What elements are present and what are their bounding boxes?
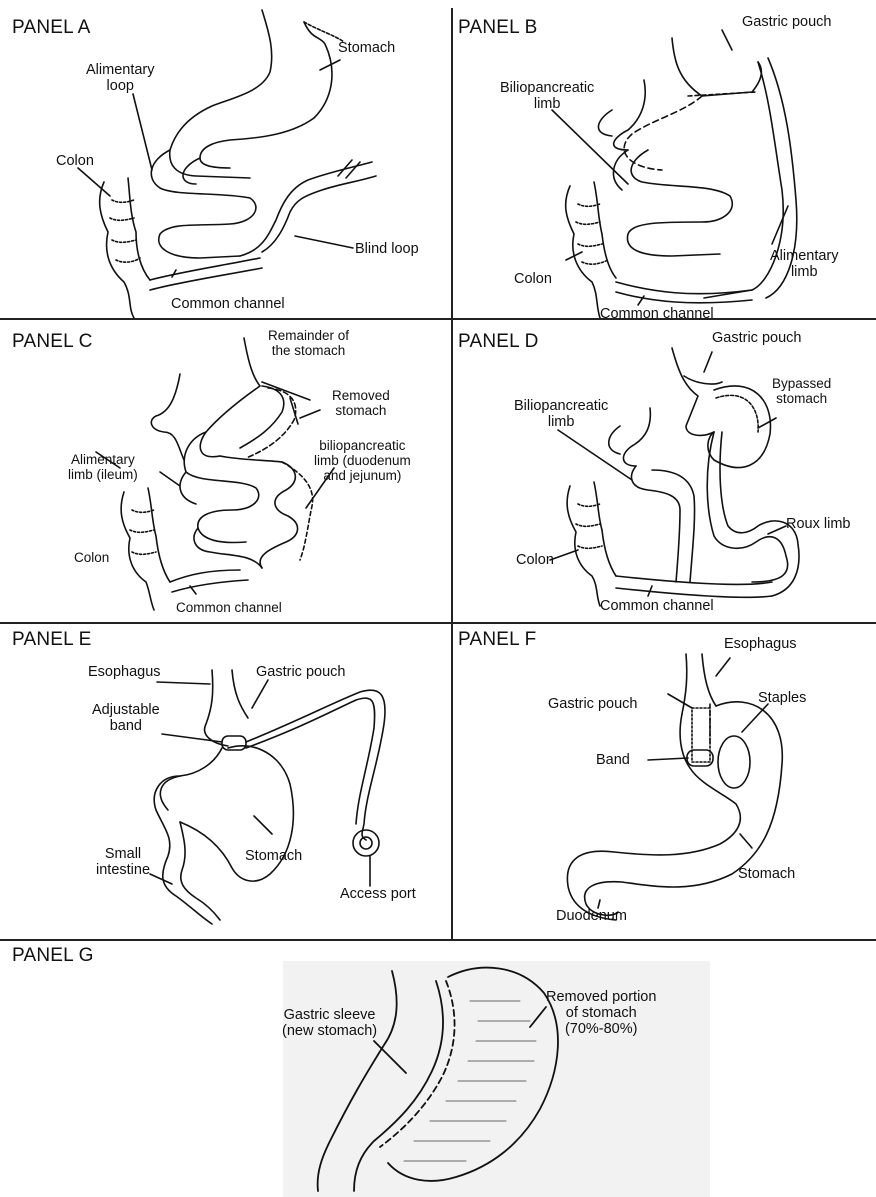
label-esophagus: Esophagus (724, 636, 797, 652)
panel-a: PANEL A Stomach Alimentary loop Colon Bl… (0, 0, 451, 318)
label-biliopancreatic-limb: biliopancreatic limb (duodenum and jejun… (314, 438, 411, 483)
label-gastric-pouch: Gastric pouch (548, 696, 637, 712)
label-staples: Staples (758, 690, 806, 706)
label-band: Band (596, 752, 630, 768)
label-duodenum: Duodenum (556, 908, 627, 924)
panel-g: PANEL G Gastric sleeve (new stomach) Rem… (0, 941, 876, 1197)
label-biliopancreatic-limb: Biliopancreatic limb (500, 80, 594, 112)
label-blind-loop: Blind loop (355, 241, 419, 257)
label-access-port: Access port (340, 886, 416, 902)
label-bypassed-stomach: Bypassed stomach (772, 376, 831, 406)
panel-g-drawing (0, 941, 876, 1197)
label-alimentary-limb: Alimentary limb (ileum) (68, 452, 138, 482)
label-alimentary-loop: Alimentary loop (86, 62, 155, 94)
label-gastric-sleeve: Gastric sleeve (new stomach) (282, 1007, 377, 1039)
label-colon: Colon (514, 271, 552, 287)
label-common-channel: Common channel (600, 598, 714, 614)
label-alimentary-limb: Alimentary limb (770, 248, 839, 280)
label-roux-limb: Roux limb (786, 516, 850, 532)
label-remainder-of-stomach: Remainder of the stomach (268, 328, 349, 358)
label-gastric-pouch: Gastric pouch (742, 14, 831, 30)
label-colon: Colon (56, 153, 94, 169)
label-gastric-pouch: Gastric pouch (256, 664, 345, 680)
panel-d: PANEL D Gastric pouch Bypassed stomach B… (452, 320, 876, 622)
label-removed-stomach: Removed stomach (332, 388, 390, 418)
panel-c: PANEL C Remainder of the stomach Removed… (0, 320, 451, 622)
panel-b: PANEL B Gastric pouch Biliopancreatic li… (452, 0, 876, 318)
label-common-channel: Common channel (171, 296, 285, 312)
panel-f-drawing (452, 624, 876, 939)
label-stomach: Stomach (738, 866, 795, 882)
label-gastric-pouch: Gastric pouch (712, 330, 801, 346)
panel-d-drawing (452, 320, 876, 622)
panel-f: PANEL F Esophagus Gastric pouch Staples … (452, 624, 876, 939)
label-colon: Colon (516, 552, 554, 568)
panel-e: PANEL E Esophagus Gastric pouch Adjustab… (0, 624, 451, 939)
label-adjustable-band: Adjustable band (92, 702, 160, 734)
label-esophagus: Esophagus (88, 664, 161, 680)
label-small-intestine: Small intestine (96, 846, 150, 878)
label-colon: Colon (74, 550, 109, 565)
label-removed-portion: Removed portion of stomach (70%-80%) (546, 989, 656, 1037)
label-stomach: Stomach (245, 848, 302, 864)
label-biliopancreatic-limb: Biliopancreatic limb (514, 398, 608, 430)
label-common-channel: Common channel (176, 600, 282, 615)
label-stomach: Stomach (338, 40, 395, 56)
